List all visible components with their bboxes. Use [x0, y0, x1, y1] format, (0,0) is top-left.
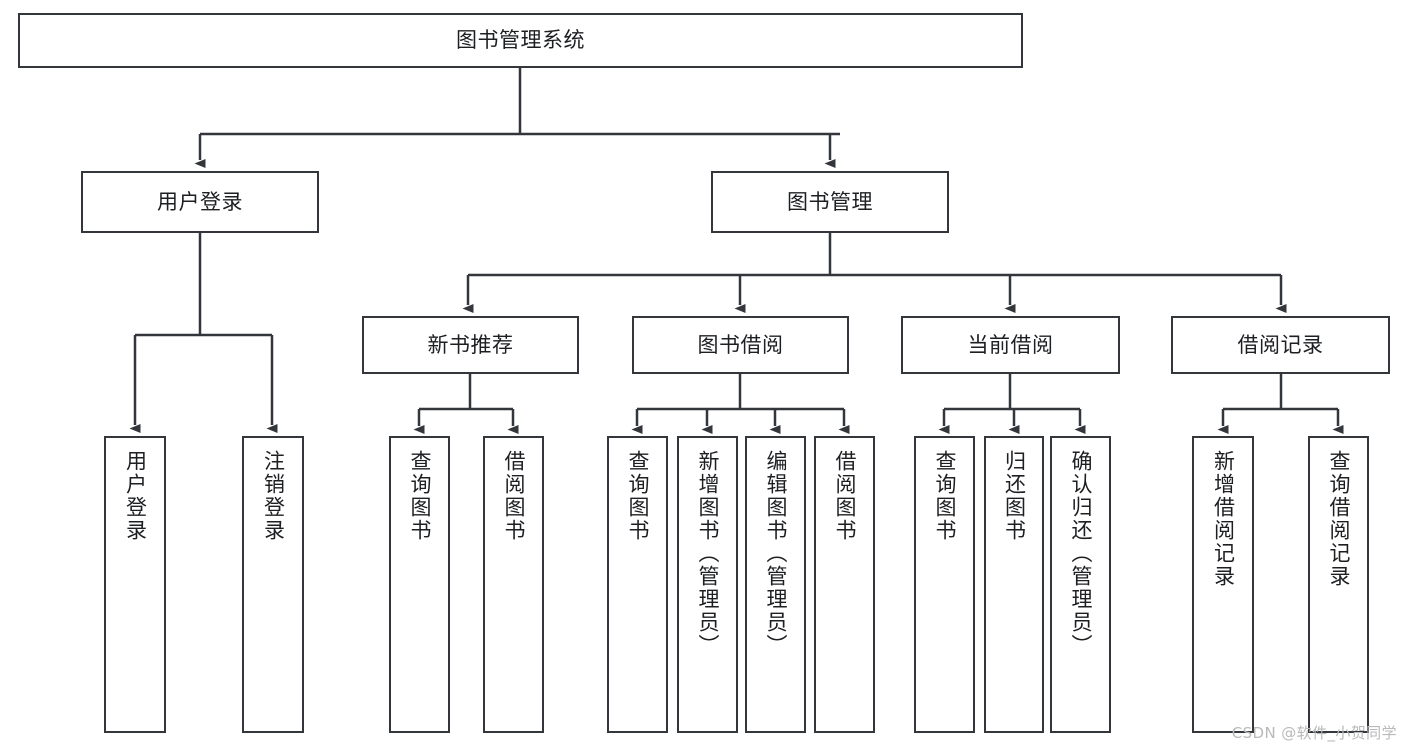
leaf-edit-book-admin[interactable]: 编辑图书（管理员） — [745, 436, 806, 733]
leaf-user-login[interactable]: 用户登录 — [104, 436, 166, 733]
leaf-borrow-book[interactable]: 借阅图书 — [814, 436, 875, 733]
leaf-add-book-admin[interactable]: 新增图书（管理员） — [677, 436, 738, 733]
leaf-label: 借阅图书 — [833, 450, 857, 542]
leaf-label: 查询图书 — [408, 450, 432, 542]
node-new-book-recommend[interactable]: 新书推荐 — [362, 316, 579, 374]
node-current-borrow[interactable]: 当前借阅 — [901, 316, 1120, 374]
leaf-query-book-current[interactable]: 查询图书 — [914, 436, 975, 733]
leaf-add-borrow-record[interactable]: 新增借阅记录 — [1192, 436, 1254, 733]
leaf-label: 确认归还（管理员） — [1069, 450, 1093, 657]
leaf-label: 用户登录 — [123, 450, 148, 542]
leaf-logout[interactable]: 注销登录 — [242, 436, 304, 733]
leaf-label: 编辑图书（管理员） — [764, 450, 788, 657]
node-borrow-record[interactable]: 借阅记录 — [1171, 316, 1390, 374]
leaf-label: 新增借阅记录 — [1211, 450, 1236, 588]
leaf-label: 归还图书 — [1002, 450, 1027, 542]
node-root-system[interactable]: 图书管理系统 — [18, 13, 1023, 68]
leaf-query-book-recommend[interactable]: 查询图书 — [389, 436, 450, 733]
node-book-management[interactable]: 图书管理 — [711, 171, 949, 233]
leaf-label: 借阅图书 — [502, 450, 526, 542]
leaf-label: 查询图书 — [933, 450, 957, 542]
leaf-return-book[interactable]: 归还图书 — [984, 436, 1044, 733]
leaf-label: 新增图书（管理员） — [696, 450, 720, 657]
leaf-label: 注销登录 — [261, 450, 286, 542]
csdn-watermark: CSDN @软件_小贺同学 — [1231, 724, 1397, 742]
leaf-query-book-borrow[interactable]: 查询图书 — [607, 436, 668, 733]
leaf-label: 查询借阅记录 — [1327, 450, 1351, 588]
node-book-borrow[interactable]: 图书借阅 — [632, 316, 849, 374]
node-user-login[interactable]: 用户登录 — [81, 171, 319, 233]
leaf-confirm-return-admin[interactable]: 确认归还（管理员） — [1050, 436, 1111, 733]
leaf-borrow-book-recommend[interactable]: 借阅图书 — [483, 436, 544, 733]
leaf-label: 查询图书 — [626, 450, 650, 542]
leaf-query-borrow-record[interactable]: 查询借阅记录 — [1308, 436, 1369, 733]
